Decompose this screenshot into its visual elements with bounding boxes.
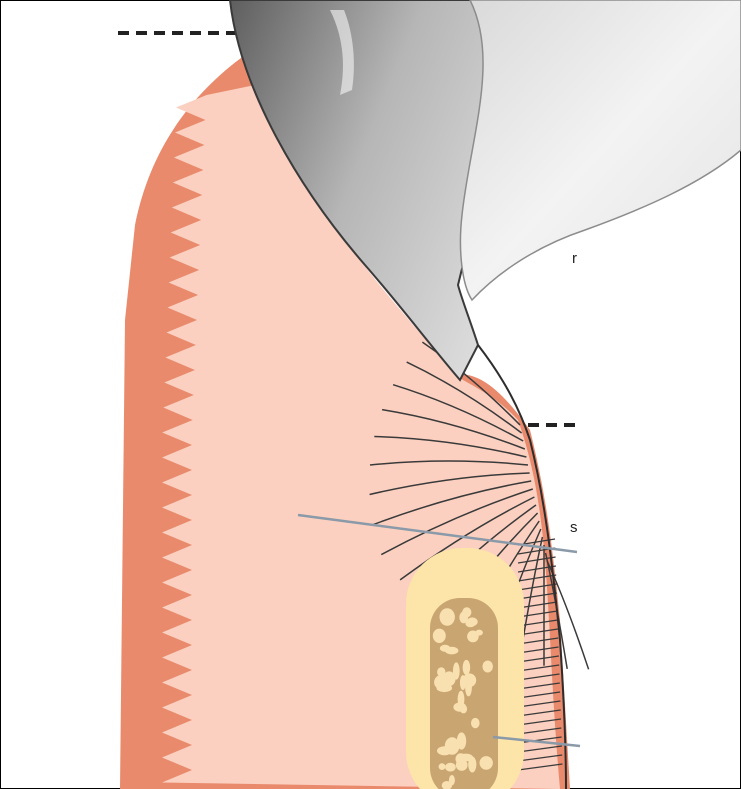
marrow-space bbox=[437, 746, 452, 755]
marrow-space bbox=[453, 702, 466, 711]
label-fragment-lower: s bbox=[570, 519, 578, 536]
label-fragment-upper: r bbox=[572, 250, 577, 267]
marrow-space bbox=[480, 756, 493, 770]
trabecular-bone-pattern bbox=[430, 598, 498, 789]
marrow-space bbox=[475, 630, 483, 636]
marrow-space bbox=[439, 763, 446, 770]
marrow-space bbox=[460, 675, 466, 690]
marrow-space bbox=[459, 754, 473, 762]
marrow-space bbox=[433, 629, 446, 643]
marrow-space bbox=[471, 718, 480, 728]
marrow-space bbox=[445, 647, 458, 655]
marrow-space bbox=[449, 775, 455, 785]
marrow-space bbox=[457, 732, 466, 749]
marrow-space bbox=[445, 763, 456, 772]
marrow-space bbox=[443, 612, 450, 618]
marrow-space bbox=[463, 660, 471, 675]
marrow-space bbox=[483, 661, 493, 673]
marrow-space bbox=[465, 620, 475, 627]
marrow-space bbox=[465, 679, 472, 697]
marrow-space bbox=[437, 667, 445, 677]
